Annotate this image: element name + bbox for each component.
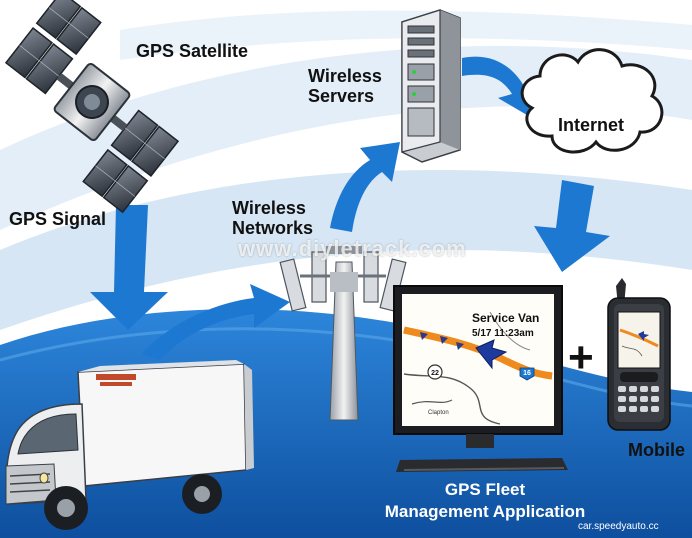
label-fleet-app-line1: GPS Fleet [444, 480, 526, 499]
internet-cloud-icon [520, 48, 664, 154]
fleet-monitor-icon [393, 285, 568, 472]
arrow-satellite-to-truck [90, 205, 168, 330]
label-wireless-networks-line1: Wireless [232, 198, 306, 218]
arrow-tower-to-servers [330, 142, 400, 232]
map-timestamp: 5/17 11:23am [472, 328, 534, 339]
image-credit: car.speedyauto.cc [578, 521, 659, 532]
watermark: www.diyletrack.com [238, 236, 467, 261]
label-wireless-networks-line2: Networks [232, 218, 314, 239]
arrow-servers-to-internet [462, 56, 540, 118]
label-internet: Internet [558, 115, 625, 135]
fleet-map: Service Van 5/17 11:23am 22 16 Clapton [403, 311, 553, 425]
map-road-22: 22 [431, 370, 439, 377]
map-vehicle-name: Service Van [472, 311, 539, 325]
satellite-icon [4, 0, 180, 214]
cell-tower-icon [279, 246, 407, 421]
map-town: Clapton [428, 410, 449, 416]
mobile-phone-icon [607, 278, 671, 431]
arrow-internet-to-app [534, 180, 610, 272]
truck-icon [5, 360, 254, 530]
arrow-truck-to-tower [142, 284, 290, 360]
label-gps-signal: GPS Signal [9, 209, 107, 229]
label-wireless-servers-line1: Wireless [308, 66, 382, 86]
server-tower-icon [401, 9, 461, 163]
plus-sign: + [568, 333, 594, 382]
label-wireless-networks: Wireless Networks [232, 198, 313, 238]
label-wireless-servers: Wireless Servers [308, 66, 382, 106]
map-road-16: 16 [523, 370, 531, 377]
label-fleet-app-line2: Management Application [384, 502, 586, 522]
label-mobile: Mobile [628, 440, 685, 460]
label-wireless-servers-line2: Servers [308, 86, 375, 107]
label-fleet-app: GPS Fleet Management Application [360, 480, 610, 521]
flow-arrows [90, 56, 610, 360]
label-gps-satellite: GPS Satellite [136, 41, 249, 61]
